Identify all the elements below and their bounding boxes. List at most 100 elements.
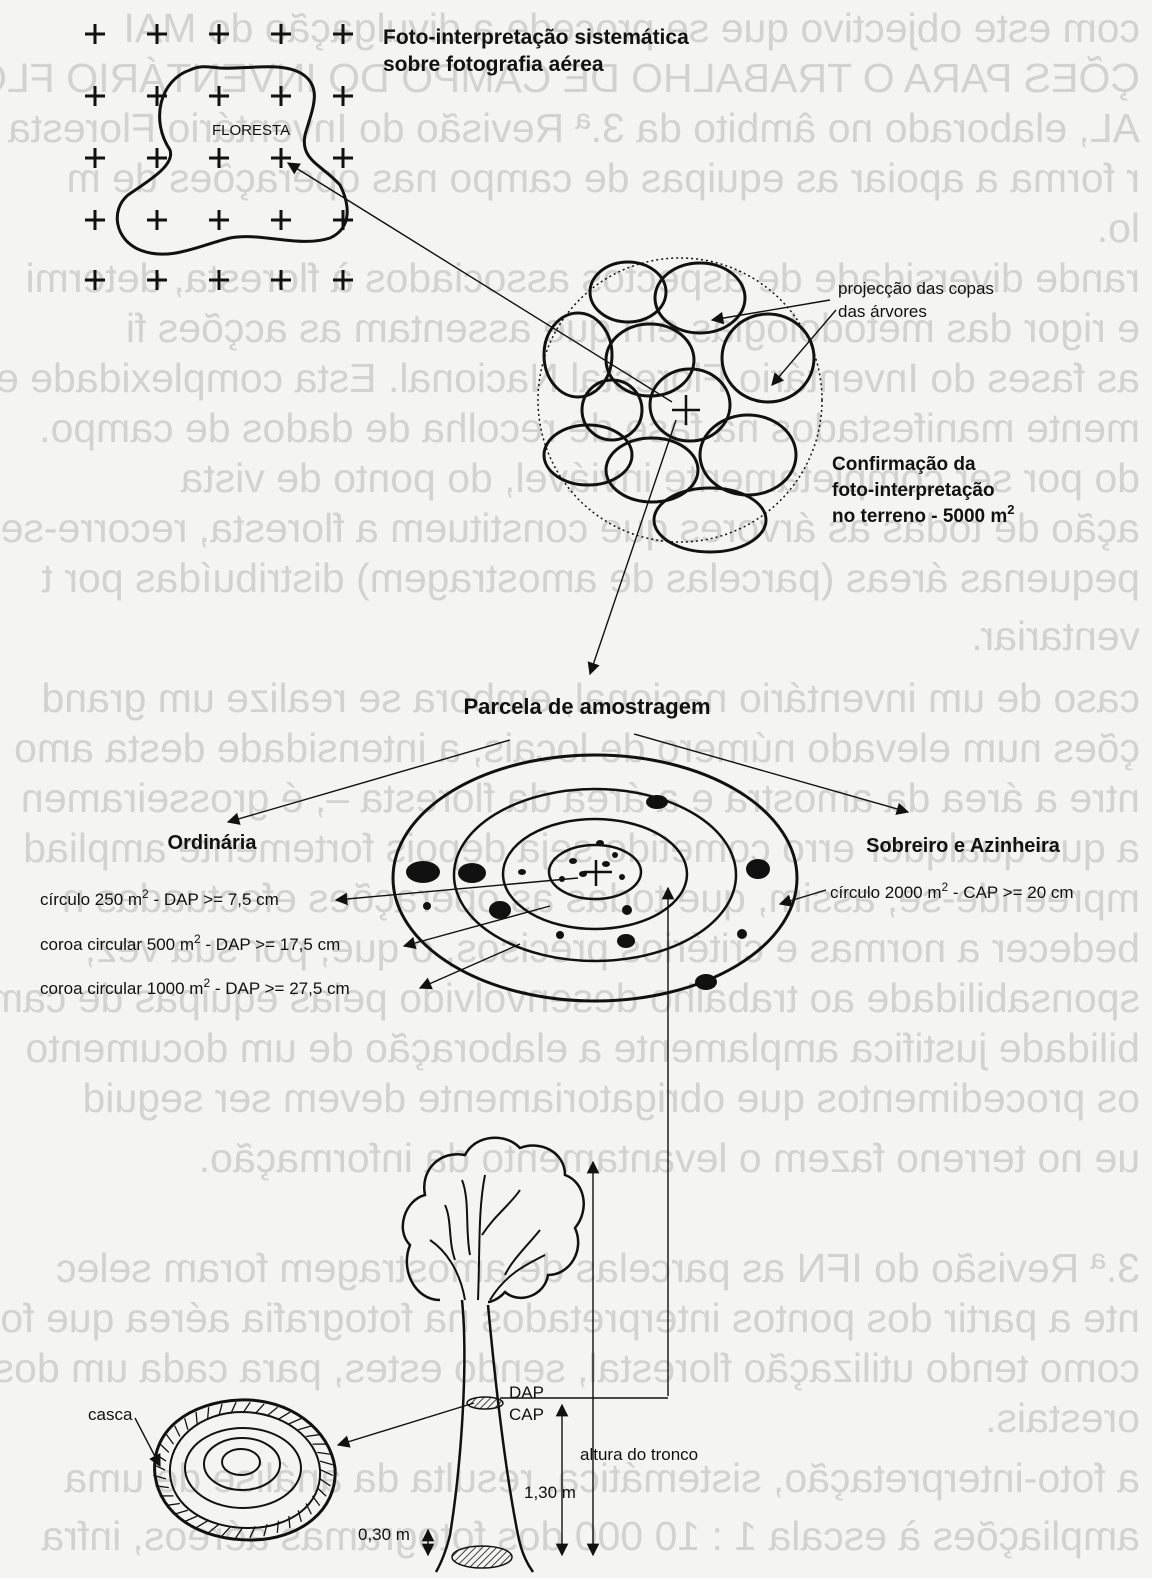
bark-tick <box>267 1407 277 1416</box>
plot-title: Parcela de amostragem <box>463 694 710 719</box>
height-030-label: 0,30 m <box>358 1525 410 1544</box>
bark-tick <box>185 1418 188 1429</box>
bark-tick <box>196 1521 208 1528</box>
grid-cross <box>271 148 291 168</box>
growth-ring-3 <box>222 1449 260 1475</box>
bark-tick <box>306 1435 320 1437</box>
tree-crown-shape <box>655 263 745 333</box>
tree-crown-shape <box>544 425 632 485</box>
tree-drawing: casca DAP CAP altura do tronco 1,30 m 0,… <box>88 1138 698 1572</box>
grid-cross <box>209 148 229 168</box>
bark-tick <box>289 1418 302 1424</box>
cap-label: CAP <box>509 1405 544 1424</box>
bark-tick <box>278 1412 290 1419</box>
plot-tree <box>622 905 632 915</box>
grid-cross <box>85 86 105 106</box>
plot-tree <box>602 861 610 867</box>
grid-cross <box>209 86 229 106</box>
grid-cross <box>333 86 353 106</box>
grid-cross <box>333 24 353 44</box>
plot-tree <box>646 795 668 809</box>
plot-tree <box>556 931 564 939</box>
grid-cross <box>271 24 291 44</box>
sample-plot: Parcela de amostragem Ordinária Sobreiro… <box>40 694 1074 1001</box>
plot-tree <box>458 863 486 883</box>
tree-crowns <box>544 262 814 552</box>
bark-tick <box>184 1516 197 1522</box>
label-ring-500: coroa circular 500 m2 - DAP >= 17,5 cm <box>40 932 340 954</box>
grid-cross <box>209 24 229 44</box>
arrow-photo-to-canopy <box>288 163 672 402</box>
tree-crown-shape <box>700 415 796 495</box>
bark-tick <box>166 1434 173 1444</box>
grid-cross <box>333 270 353 290</box>
base-cross-section <box>452 1546 512 1568</box>
bark-tick <box>208 1524 218 1533</box>
grid-cross <box>147 148 167 168</box>
bark-tick <box>298 1426 311 1430</box>
grid-cross <box>147 24 167 44</box>
grid-cross <box>85 148 105 168</box>
tree-crown-shape <box>544 313 612 397</box>
bark-tick <box>174 1510 187 1514</box>
arrow-ring-1000 <box>420 944 520 988</box>
projection-label-line2: das árvores <box>838 302 927 321</box>
grid-cross <box>147 270 167 290</box>
tree-crown-shape <box>654 488 766 552</box>
trunk-height-label: altura do tronco <box>580 1445 698 1464</box>
tree-crown-shape <box>606 324 694 396</box>
label-ring-1000: coroa circular 1000 m2 - DAP >= 27,5 cm <box>40 976 350 998</box>
arrow-circle-2000 <box>780 890 826 904</box>
tree-crown-shape <box>722 314 814 402</box>
bark-tick <box>160 1444 169 1453</box>
casca-label: casca <box>88 1405 133 1424</box>
arrow-ring-500 <box>404 906 550 946</box>
forest-label: FLORESTA <box>212 122 290 139</box>
label-circle-2000: círculo 2000 m2 - CAP >= 20 cm <box>830 880 1074 902</box>
plot-tree <box>617 934 635 948</box>
arrow-projection-1 <box>712 300 830 320</box>
plot-tree <box>406 861 440 883</box>
arrow-projection-2 <box>772 310 836 385</box>
bark-tick <box>320 1461 333 1465</box>
plot-tree <box>619 874 625 880</box>
tree-trunk <box>436 1300 533 1572</box>
arrow-casca <box>135 1418 160 1466</box>
grid-cross <box>85 270 105 290</box>
grid-cross <box>271 210 291 230</box>
grid-cross <box>209 270 229 290</box>
photo-grid-crosses <box>85 24 353 290</box>
plot-tree <box>518 869 526 875</box>
plot-tree <box>746 859 770 879</box>
photo-title-line2: sobre fotografia aérea <box>383 53 604 76</box>
canopy-projection: projecção das copas das árvores Confirma… <box>538 258 1015 552</box>
bark-tick <box>277 1521 278 1533</box>
bark-tick <box>222 1526 231 1536</box>
grid-cross <box>85 24 105 44</box>
growth-ring-2 <box>204 1438 280 1490</box>
grid-cross <box>271 86 291 106</box>
plot-tree <box>695 974 717 990</box>
bark-tick <box>317 1488 326 1497</box>
plot-tree <box>596 840 604 846</box>
plot-tree <box>489 901 511 919</box>
tree-crown-shape <box>650 369 730 441</box>
arrow-dap-to-stump <box>338 1403 474 1445</box>
confirm-label-line1: Confirmação da <box>832 454 976 475</box>
stump-cross-section <box>153 1400 335 1540</box>
arrow-circle-250 <box>336 878 578 900</box>
bark-tick <box>321 1470 333 1475</box>
tree-branches <box>430 1175 545 1300</box>
aerial-photo-panel: FLORESTA Foto-interpretação sistemática … <box>85 24 689 290</box>
plot-tree <box>423 902 431 910</box>
confirm-label-line2: foto-interpretação <box>832 480 995 501</box>
bark-tick <box>320 1479 330 1486</box>
plot-tree <box>612 852 618 858</box>
bark-tick <box>317 1452 330 1454</box>
projection-label-line1: projecção das copas <box>838 279 994 298</box>
grid-cross <box>85 210 105 230</box>
height-130-label: 1,30 m <box>524 1483 576 1502</box>
bark-tick <box>255 1404 264 1414</box>
